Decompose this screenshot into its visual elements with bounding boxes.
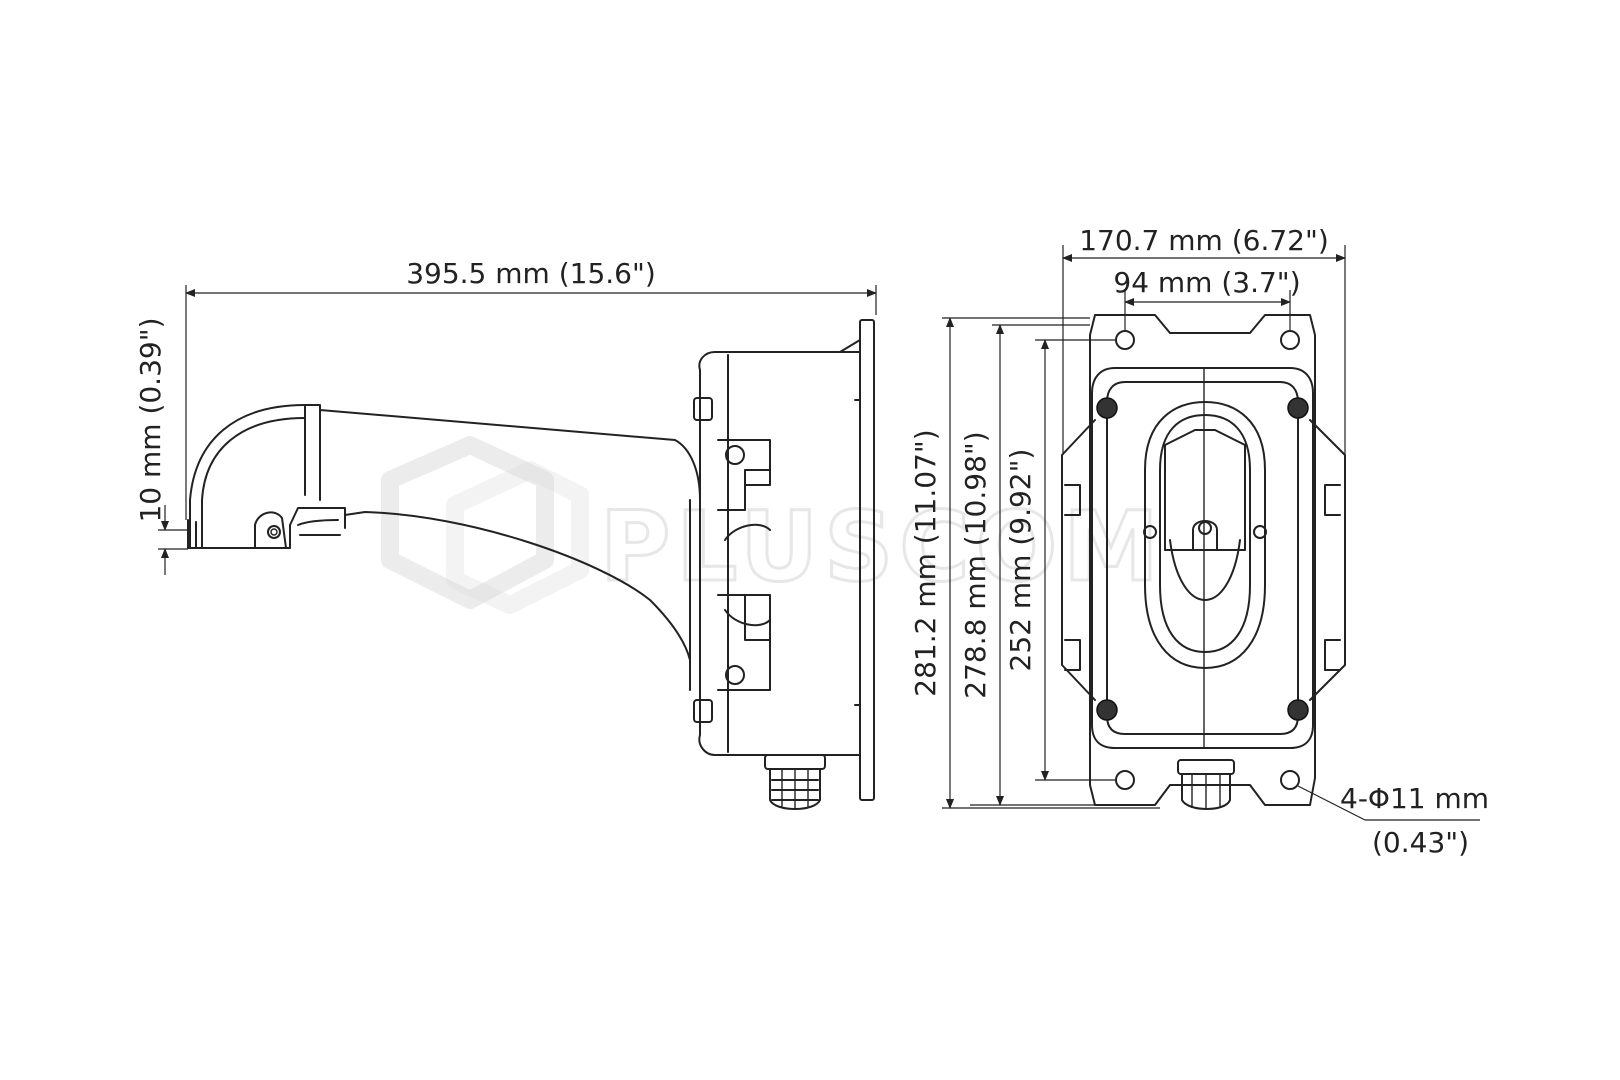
outer-width-dimension: 170.7 mm (6.72")	[1062, 224, 1346, 455]
cable-gland-side	[764, 754, 826, 810]
hole-width-dimension: 94 mm (3.7")	[1113, 266, 1301, 330]
wall-plate-front	[1089, 314, 1316, 806]
body-height-dimension: 278.8 mm (10.98")	[959, 324, 1095, 806]
length-label: 395.5 mm (15.6")	[406, 257, 656, 290]
watermark: PLUSCOM	[381, 436, 1165, 614]
hole-diameter-label: 4-Φ11 mm	[1340, 782, 1489, 815]
front-view: 170.7 mm (6.72") 94 mm (3.7") 281.2 mm (…	[909, 224, 1489, 859]
junction-box-side	[689, 351, 861, 756]
watermark-text: PLUSCOM	[600, 491, 1165, 603]
side-flanges	[1061, 419, 1346, 701]
overall-height-dimension: 281.2 mm (11.07")	[909, 317, 1160, 809]
bracket-arm	[187, 404, 701, 661]
hole-height-dimension: 252 mm (9.92")	[1004, 339, 1115, 781]
length-dimension: 395.5 mm (15.6")	[185, 257, 877, 520]
hole-width-label: 94 mm (3.7")	[1113, 266, 1300, 299]
outer-width-label: 170.7 mm (6.72")	[1079, 224, 1329, 257]
hole-diameter-callout: 4-Φ11 mm (0.43")	[1297, 782, 1489, 859]
cable-gland-front	[1177, 759, 1235, 810]
lip-height-label: 10 mm (0.39")	[134, 317, 167, 522]
watermark-logo-icon	[381, 436, 589, 614]
lip-dimension: 10 mm (0.39")	[134, 317, 188, 575]
wall-plate-side	[839, 319, 875, 801]
hole-diameter-inch-label: (0.43")	[1372, 826, 1469, 859]
body-height-label: 278.8 mm (10.98")	[959, 431, 992, 698]
overall-height-label: 281.2 mm (11.07")	[909, 429, 942, 696]
side-view: 395.5 mm (15.6") 10 mm (0.39")	[134, 257, 877, 810]
hole-height-label: 252 mm (9.92")	[1004, 449, 1037, 672]
junction-box-front	[1091, 367, 1314, 749]
